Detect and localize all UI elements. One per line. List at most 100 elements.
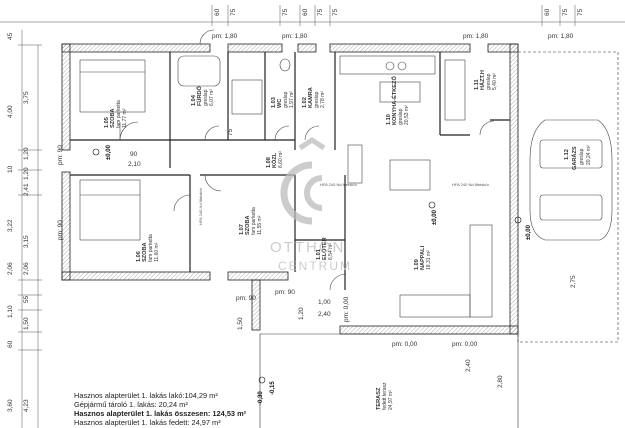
left-dim: 2,06 bbox=[23, 262, 30, 275]
room-szoba2-floor: fam parketta bbox=[148, 234, 154, 262]
top-dimension-labels: 60 75 75 60 75 75 60 75 75 bbox=[214, 8, 584, 16]
room-garazs-name: GARÁZS bbox=[571, 146, 578, 170]
dim-label: 2,10 bbox=[128, 161, 141, 168]
dim-label: 1,00 bbox=[318, 299, 331, 306]
room-haztar-num: 1.11 bbox=[474, 79, 480, 90]
room-wc-num: 1.03 bbox=[271, 97, 277, 108]
left-dim: 3,22 bbox=[7, 219, 14, 232]
door-swings bbox=[119, 29, 495, 291]
room-kozl-area: 6,60 m² bbox=[278, 151, 284, 168]
room-szoba1-area: 11,77 m² bbox=[122, 108, 128, 128]
top-dim: 60 bbox=[544, 8, 551, 16]
room-eloter-name: ELŐTÉR bbox=[320, 237, 328, 260]
room-nappali-num: 1.09 bbox=[414, 259, 420, 270]
top-dim: 60 bbox=[302, 8, 309, 16]
interior-walls bbox=[70, 52, 510, 290]
level-marker-icon bbox=[258, 376, 266, 384]
room-szoba3-floor: fam parketta bbox=[251, 207, 257, 235]
room-kamra-area: 2,78 m² bbox=[320, 91, 326, 108]
area-summary: Hasznos alapterület 1. lakás lakó:104,29… bbox=[74, 391, 246, 427]
left-dim: 45 bbox=[7, 32, 14, 40]
dim-label: 2,40 bbox=[318, 311, 331, 318]
bathtub bbox=[177, 55, 221, 87]
room-furdo-floor: greslap bbox=[203, 89, 209, 106]
room-terasz-floor: fedett terasz bbox=[382, 382, 388, 410]
room-garazs-area: 20,24 m² bbox=[586, 145, 592, 165]
furniture bbox=[79, 55, 613, 318]
watermark-line2: CENTRUM bbox=[278, 259, 352, 273]
room-konyha-num: 1.10 bbox=[386, 114, 392, 125]
room-eloter-area: 6,54 m² bbox=[328, 243, 334, 260]
left-dim: 60 bbox=[7, 340, 14, 348]
room-nappali-area: 18,31 m² bbox=[426, 250, 432, 270]
level-marker-icon bbox=[428, 201, 436, 209]
bed-room1 bbox=[79, 59, 146, 113]
utility-unit bbox=[444, 59, 466, 121]
room-konyha-name: KONYHA-ÉTKEZŐ bbox=[390, 76, 398, 125]
room-wc-name: WC bbox=[277, 99, 283, 108]
left-dim: 3,75 bbox=[23, 91, 30, 104]
room-kamra-floor: greslap bbox=[314, 91, 320, 108]
top-dim: 75 bbox=[317, 8, 324, 16]
top-dim: 75 bbox=[577, 8, 584, 16]
left-dim: 2,06 bbox=[7, 262, 14, 275]
room-kamra-name: KAMRA bbox=[308, 87, 314, 108]
room-kozl-name: KÖZL bbox=[271, 152, 278, 168]
room-terasz-area: 24,97 m² bbox=[388, 390, 394, 410]
kitchen-counter bbox=[339, 55, 436, 75]
top-dim: 60 bbox=[214, 8, 221, 16]
pm-label: pm: 90 bbox=[236, 295, 256, 302]
pm-label: pm: 90 bbox=[57, 220, 64, 240]
room-furdo-name: FÜRDŐ bbox=[196, 85, 203, 106]
kitchen-island bbox=[379, 81, 421, 103]
left-dimension-labels: 45 3,75 4,00 10 1,20 1,20 2,41 3,22 3,15… bbox=[7, 32, 30, 412]
garage-outline bbox=[517, 51, 619, 343]
opening-labels: pm: 1,80 pm: 1,80 pm: 1,80 pm: 1,80 pm: … bbox=[57, 33, 577, 388]
pm-label: pm: 0,00 bbox=[343, 296, 350, 322]
exterior-walls bbox=[61, 43, 519, 335]
terrace-outline bbox=[259, 333, 519, 428]
pm-label: pm: 90 bbox=[275, 289, 295, 296]
level-label: ±0,00 bbox=[106, 144, 112, 160]
level-label: ±0,00 bbox=[526, 224, 532, 240]
room-kamra-num: 1.02 bbox=[302, 97, 308, 108]
room-haztar-area: 5,40 m² bbox=[492, 73, 498, 90]
room-garazs-num: 1.12 bbox=[564, 149, 570, 160]
pm-label: pm: 1,80 bbox=[548, 33, 574, 40]
room-furdo-area: 6,07 m² bbox=[209, 89, 215, 106]
summary-line-total: Hasznos alapterület 1. lakás összesen: 1… bbox=[74, 409, 247, 418]
cabinet bbox=[347, 144, 363, 184]
level-marker-icon bbox=[514, 216, 522, 224]
pm-label: pm: 1,80 bbox=[282, 33, 308, 40]
room-terasz-name: TERASZ bbox=[376, 387, 382, 410]
level-label: -0,15 bbox=[270, 381, 276, 395]
top-dim: 75 bbox=[562, 8, 569, 16]
top-dim: 75 bbox=[332, 8, 339, 16]
left-dim: 1,50 bbox=[23, 317, 30, 330]
pm-label: pm: 0,00 bbox=[392, 341, 418, 348]
left-dim: 3,15 bbox=[23, 235, 30, 248]
room-szoba2-num: 1.06 bbox=[136, 251, 142, 262]
pm-label: pm: 90 bbox=[57, 145, 64, 165]
room-furdo-num: 1.04 bbox=[191, 94, 197, 106]
room-szoba3-name: SZOBA bbox=[245, 215, 251, 235]
dim-label: 1,50 bbox=[237, 317, 244, 330]
pm-label: pm: 1,80 bbox=[212, 33, 238, 40]
left-dim: 1,20 bbox=[23, 167, 30, 180]
watermark-line1: OTTHON bbox=[270, 239, 345, 256]
room-wc-area: 1,97 m² bbox=[289, 91, 295, 108]
room-haztar-name: HÁZT.H bbox=[479, 70, 486, 90]
sofa bbox=[469, 224, 493, 318]
level-label: -0,30 bbox=[258, 391, 264, 405]
room-szoba3-num: 1.07 bbox=[239, 224, 245, 235]
summary-line-living: Hasznos alapterület 1. lakás lakó:104,29… bbox=[74, 391, 218, 400]
level-marker-icon bbox=[92, 148, 100, 156]
toilet bbox=[279, 58, 291, 72]
dim-label: 90 bbox=[130, 151, 138, 158]
room-konyha-area: 20,53 m² bbox=[404, 105, 410, 125]
room-szoba1-floor: fam parketta bbox=[116, 100, 122, 128]
dim-label: 1,20 bbox=[298, 307, 305, 320]
heating-note: HFA 240 Nd fűtéskör bbox=[320, 182, 358, 187]
pm-label: pm: 0,00 bbox=[452, 341, 478, 348]
